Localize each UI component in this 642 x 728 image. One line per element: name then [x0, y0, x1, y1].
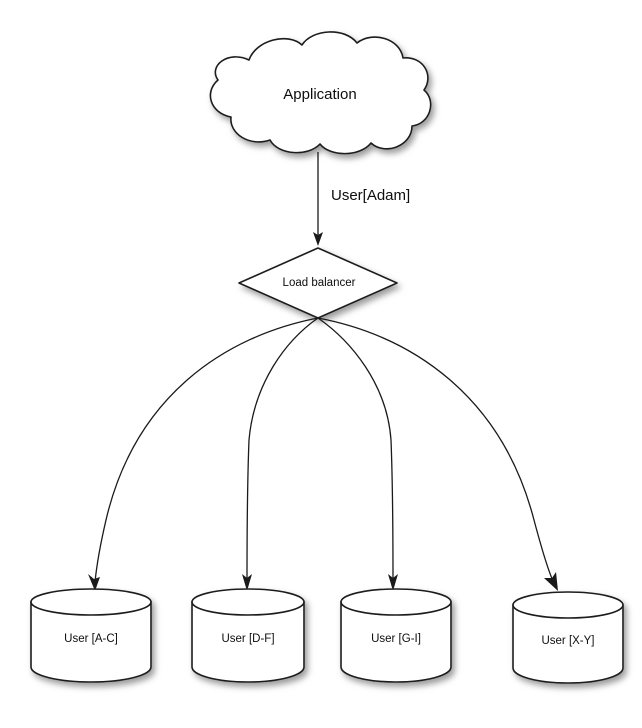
database-label-1: User [A-C]: [64, 633, 118, 645]
edge-db1-curve: [94, 317, 319, 583]
edge-label-user-adam: User[Adam]: [331, 187, 410, 204]
node-database-4[interactable]: User [X-Y]: [512, 591, 624, 684]
edge-balancer-to-db-4: [317, 317, 558, 591]
cylinder-top-3: [340, 588, 452, 616]
cloud-label: Application: [283, 86, 356, 103]
edge-balancer-to-db-1: [88, 317, 319, 591]
node-database-3[interactable]: User [G-I]: [340, 588, 452, 683]
edge-db4-arrowhead: [544, 572, 558, 591]
cylinder-body-1: [30, 601, 152, 683]
node-application-cloud[interactable]: Application: [209, 31, 432, 155]
edge-cloud-balancer-arrowhead: [313, 232, 323, 246]
cylinder-body-4: [512, 604, 624, 684]
node-load-balancer[interactable]: Load balancer: [238, 247, 398, 319]
cylinder-top-2: [191, 588, 305, 616]
edge-db4-curve: [317, 317, 554, 582]
diamond-label: Load balancer: [283, 277, 356, 289]
cylinder-top-4: [512, 591, 624, 619]
edge-db2-curve: [246, 317, 319, 583]
database-label-3: User [G-I]: [371, 633, 421, 645]
edge-db3-arrowhead: [388, 574, 398, 591]
cylinder-body-2: [191, 601, 305, 683]
cylinder-body-3: [340, 601, 452, 683]
edge-db2-arrowhead: [242, 574, 252, 591]
cylinder-top-1: [30, 588, 152, 616]
edge-balancer-to-db-2: [242, 317, 319, 591]
database-label-4: User [X-Y]: [541, 635, 594, 647]
edge-balancer-to-db-3: [317, 317, 398, 591]
database-label-2: User [D-F]: [221, 633, 274, 645]
edge-cloud-to-balancer: User[Adam]: [313, 152, 410, 246]
node-database-1[interactable]: User [A-C]: [30, 588, 152, 683]
edge-db1-arrowhead: [88, 574, 100, 591]
node-database-2[interactable]: User [D-F]: [191, 588, 305, 683]
cloud-shape: [209, 31, 432, 155]
edge-db3-curve: [317, 317, 394, 583]
